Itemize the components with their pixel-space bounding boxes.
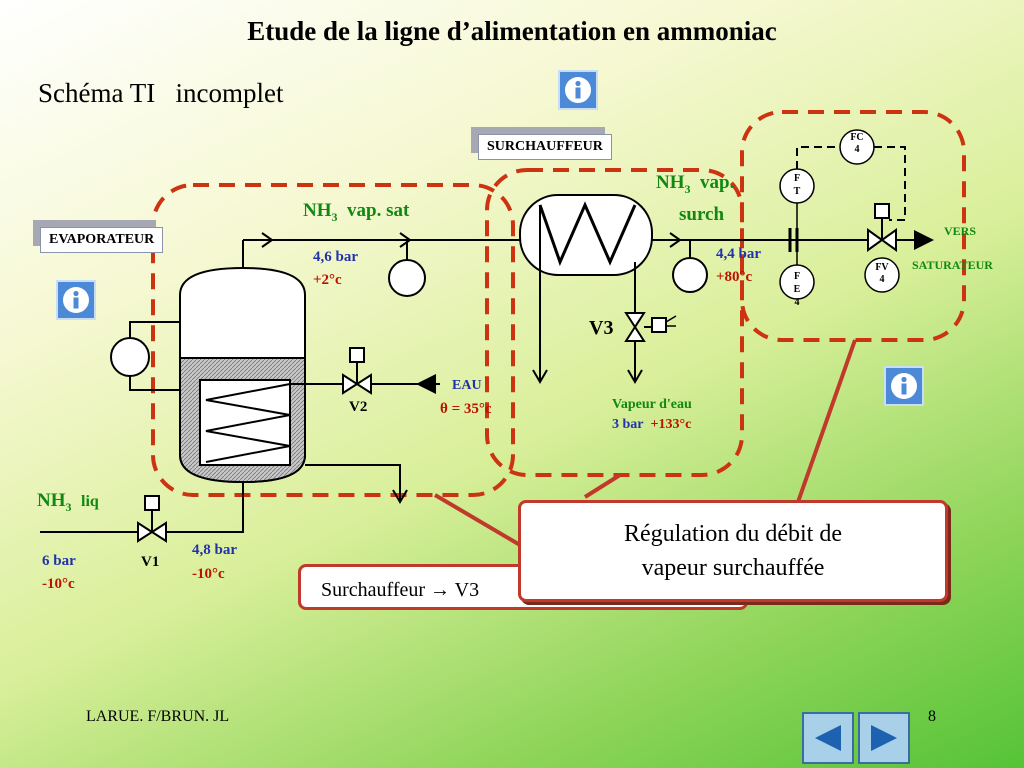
label-vapeur: Vapeur d'eau bbox=[612, 397, 692, 412]
page-subtitle: Schéma TI incomplet bbox=[38, 78, 284, 108]
temperature-outlet: -10°c bbox=[192, 566, 225, 582]
valve-v1-label: V1 bbox=[141, 554, 160, 570]
callout-pointer-v3 bbox=[583, 473, 622, 499]
label-vers: VERS bbox=[944, 224, 977, 238]
next-arrow-icon[interactable] bbox=[858, 712, 910, 764]
valve-v3-icon bbox=[624, 300, 677, 384]
valve-v2-icon bbox=[342, 347, 372, 395]
temperature-2: +80°c bbox=[716, 269, 753, 285]
callout-pointer-back bbox=[433, 493, 522, 547]
label-saturateur: SATURATEUR bbox=[912, 258, 993, 272]
pressure-2: 4,4 bar bbox=[716, 246, 761, 262]
label-nh3-vap-surch: NH3 vap. bbox=[656, 172, 735, 196]
instrument-circle-2 bbox=[672, 257, 708, 293]
zone-surchauffeur bbox=[485, 168, 744, 477]
pressure-1: 4,6 bar bbox=[313, 249, 358, 265]
temperature-1: +2°c bbox=[313, 272, 342, 288]
callout-regulation: Régulation du débit de vapeur surchauffé… bbox=[518, 500, 948, 602]
pressure-outlet: 4,8 bar bbox=[192, 542, 237, 558]
label-theta: θ = 35°c bbox=[440, 401, 492, 417]
valve-v2-label: V2 bbox=[349, 399, 368, 415]
label-vapeur-conditions: 3 bar +133°c bbox=[612, 417, 692, 432]
instrument-circle-1 bbox=[388, 259, 426, 297]
surchauffeur-tag: SURCHAUFFEUR bbox=[478, 134, 612, 160]
evaporateur-tag: EVAPORATEUR bbox=[40, 227, 164, 253]
prev-arrow-icon[interactable] bbox=[802, 712, 854, 764]
valve-fv4-icon bbox=[867, 203, 897, 252]
footer-authors: LARUE. F/BRUN. JL bbox=[86, 708, 230, 725]
pressure-inlet: 6 bar bbox=[42, 553, 76, 569]
heat-exchanger-icon bbox=[519, 194, 653, 380]
info-icon[interactable] bbox=[884, 366, 924, 406]
zone-evaporateur bbox=[151, 183, 515, 497]
valve-v3-label: V3 bbox=[589, 317, 614, 339]
page-title: Etude de la ligne d’alimentation en ammo… bbox=[247, 16, 777, 46]
valve-v1-icon bbox=[137, 495, 167, 543]
label-nh3-liq: NH3 liq bbox=[37, 490, 99, 514]
level-indicator-circle bbox=[110, 337, 150, 377]
callout-pointer-front bbox=[796, 339, 857, 503]
label-eau: EAU bbox=[452, 378, 482, 393]
info-icon[interactable] bbox=[56, 280, 96, 320]
pipe-nh3-liq bbox=[40, 482, 244, 533]
fv4-bubble bbox=[864, 257, 900, 293]
temperature-inlet: -10°c bbox=[42, 576, 75, 592]
label-surch: surch bbox=[679, 204, 725, 225]
label-nh3-vap-sat: NH3 vap. sat bbox=[303, 200, 410, 224]
info-icon[interactable] bbox=[558, 70, 598, 110]
evaporator-coil bbox=[199, 379, 291, 466]
page-number: 8 bbox=[928, 708, 936, 725]
